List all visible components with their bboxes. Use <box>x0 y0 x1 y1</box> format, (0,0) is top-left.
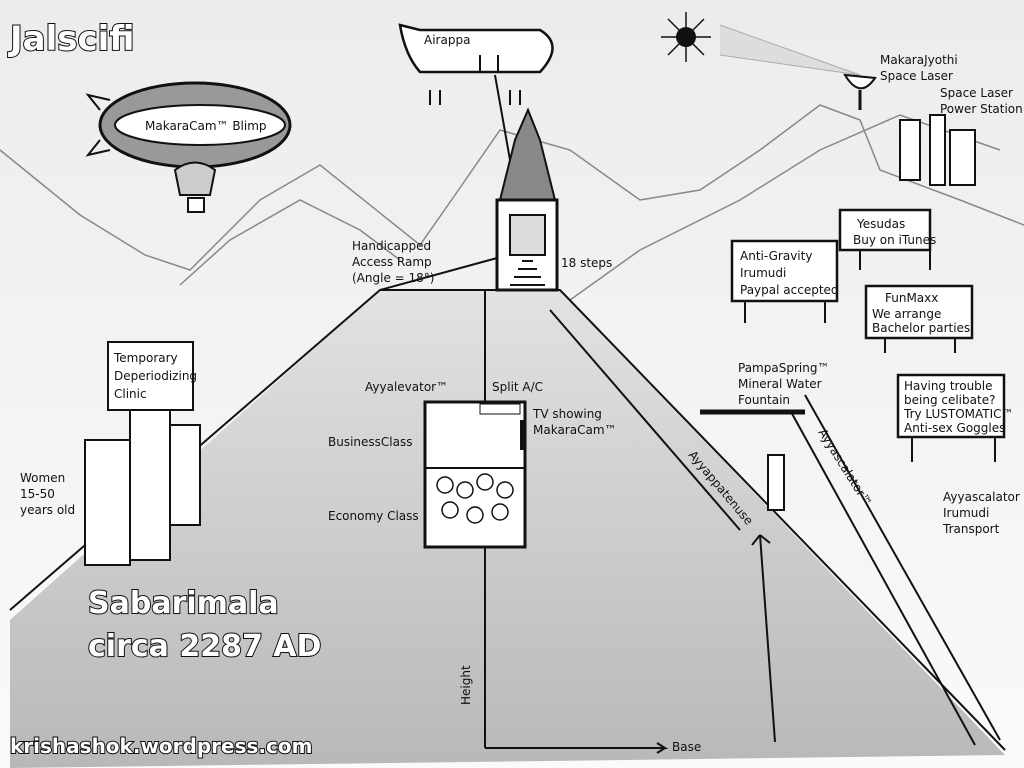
elevator-label: Ayyalevator™ <box>365 380 448 394</box>
ramp-label: (Angle = 18°) <box>352 271 434 285</box>
title: Jalscifi <box>8 19 135 59</box>
split-ac-label: Split A/C <box>492 380 543 394</box>
women-label: years old <box>20 503 75 517</box>
sign-text: Having trouble <box>904 379 993 393</box>
caption-line1: Sabarimala <box>88 586 279 621</box>
blimp <box>85 81 292 213</box>
clinic-label: Deperiodizing <box>114 369 197 383</box>
sign-text: We arrange <box>872 307 941 321</box>
tv-label: MakaraCam™ <box>533 423 617 437</box>
sign-text: FunMaxx <box>885 291 938 305</box>
economy-class-label: Economy Class <box>328 509 419 523</box>
fountain-label: PampaSpring™ <box>738 361 829 375</box>
escalator-rails <box>789 394 1001 746</box>
laser-beam <box>719 24 861 76</box>
fountain <box>767 454 785 511</box>
fountain-label: Mineral Water <box>738 377 822 391</box>
sign-text: Try LUSTOMATIC™ <box>903 407 1014 421</box>
sign-text: Paypal accepted <box>740 283 839 297</box>
caption-line2: circa 2287 AD <box>88 629 321 664</box>
sign-text: Buy on iTunes <box>853 233 936 247</box>
women-label: Women <box>20 471 65 485</box>
transport-label: Irumudi <box>943 506 989 520</box>
women-label: 15-50 <box>20 487 55 501</box>
sign-text: Bachelor parties <box>872 321 970 335</box>
height-label: Height <box>459 665 473 705</box>
sign-text: Irumudi <box>740 266 786 280</box>
clinic-building <box>84 341 201 566</box>
laser-label: Space Laser <box>880 69 953 83</box>
sign-text: being celibate? <box>904 393 995 407</box>
base-arrow-icon <box>645 742 669 754</box>
tv-label: TV showing <box>532 407 602 421</box>
power-station-label: Power Station <box>940 102 1023 116</box>
power-station-label: Space Laser <box>940 86 1013 100</box>
elevator-cabin <box>423 400 527 549</box>
plane-label: Airappa <box>424 33 470 47</box>
temple <box>495 107 559 292</box>
sign-boards <box>730 208 1006 462</box>
sign-text: Anti-sex Goggles <box>904 421 1005 435</box>
fountain-label: Fountain <box>738 393 790 407</box>
airplane <box>398 23 554 105</box>
sun-icon <box>661 12 711 62</box>
arrow-icon <box>751 534 776 743</box>
steps-label: 18 steps <box>561 256 612 270</box>
transport-label: Ayyascalator <box>943 490 1020 504</box>
mountain-ridge <box>179 199 401 286</box>
clinic-label: Temporary <box>113 351 178 365</box>
hypotenuse-line <box>549 309 741 531</box>
transport-label: Transport <box>942 522 1000 536</box>
business-class-label: BusinessClass <box>328 435 413 449</box>
blimp-label: MakaraCam™ Blimp <box>145 119 267 133</box>
laser-label: MakaraJyothi <box>880 53 958 67</box>
power-station <box>899 114 976 186</box>
base-label: Base <box>672 740 701 754</box>
ramp-label: Handicapped <box>352 239 431 253</box>
credit: krishashok.wordpress.com <box>10 734 312 758</box>
sign-text: Yesudas <box>856 217 905 231</box>
space-laser-dish <box>843 73 877 110</box>
rope-ladder <box>494 74 511 161</box>
ramp-label: Access Ramp <box>352 255 432 269</box>
sign-text: Anti-Gravity <box>740 249 812 263</box>
clinic-label: Clinic <box>114 387 147 401</box>
access-ramp <box>379 257 498 291</box>
